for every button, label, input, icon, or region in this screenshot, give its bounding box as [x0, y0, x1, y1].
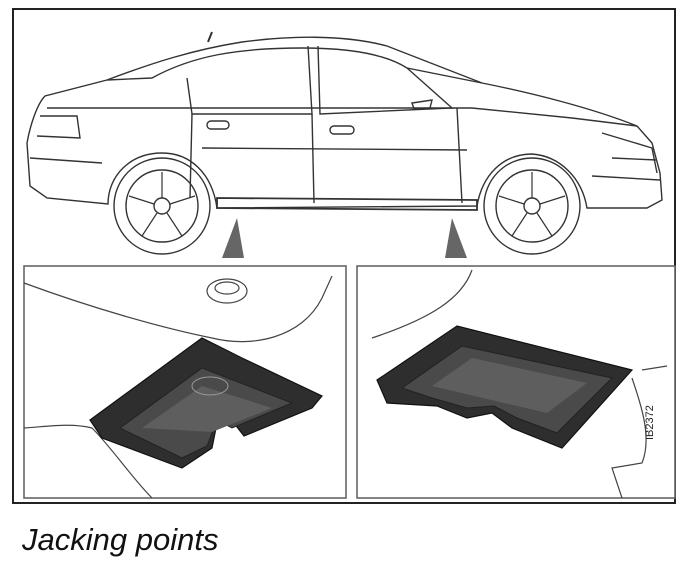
car-side-view: [26, 31, 663, 255]
detail-panel-front: [356, 265, 676, 499]
detail-panel-rear: [23, 265, 347, 499]
figure-caption: Jacking points: [22, 522, 219, 557]
jacking-points-illustration: [23, 31, 676, 499]
figure-code: IB2372: [644, 405, 656, 440]
left-pointer: [222, 218, 244, 258]
right-pointer: [445, 218, 467, 258]
